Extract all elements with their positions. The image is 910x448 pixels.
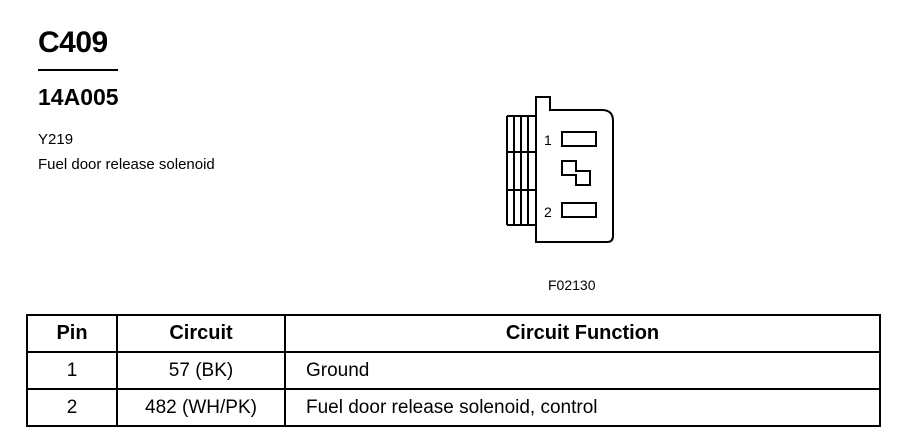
pin-1-label: 1 <box>544 132 552 148</box>
header-pin: Pin <box>26 314 118 353</box>
part-number: 14A005 <box>38 84 119 110</box>
table-row: 2 482 (WH/PK) Fuel door release solenoid… <box>26 388 881 427</box>
cell-pin: 2 <box>26 388 118 427</box>
table-row: 1 57 (BK) Ground <box>26 351 881 390</box>
pin-2-label: 2 <box>544 204 552 220</box>
cell-circuit: 482 (WH/PK) <box>116 388 286 427</box>
connector-id: C409 <box>38 26 108 59</box>
header-circuit: Circuit <box>116 314 286 353</box>
pin-table: Pin Circuit Circuit Function 1 57 (BK) G… <box>26 314 881 427</box>
component-description: Fuel door release solenoid <box>38 156 215 173</box>
cell-circuit-function: Ground <box>284 351 881 390</box>
table-header-row: Pin Circuit Circuit Function <box>26 314 881 353</box>
connector-face-diagram: 1 2 <box>506 96 614 243</box>
pin-2-cavity <box>561 202 597 218</box>
pin-1-cavity <box>561 131 597 147</box>
header-circuit-function: Circuit Function <box>284 314 881 353</box>
figure-number: F02130 <box>548 277 596 293</box>
cell-circuit-function: Fuel door release solenoid, control <box>284 388 881 427</box>
cell-circuit: 57 (BK) <box>116 351 286 390</box>
connector-id-underline <box>38 69 118 71</box>
cell-pin: 1 <box>26 351 118 390</box>
keying-feature <box>561 160 591 186</box>
connector-housing <box>535 96 614 243</box>
component-code: Y219 <box>38 131 74 148</box>
